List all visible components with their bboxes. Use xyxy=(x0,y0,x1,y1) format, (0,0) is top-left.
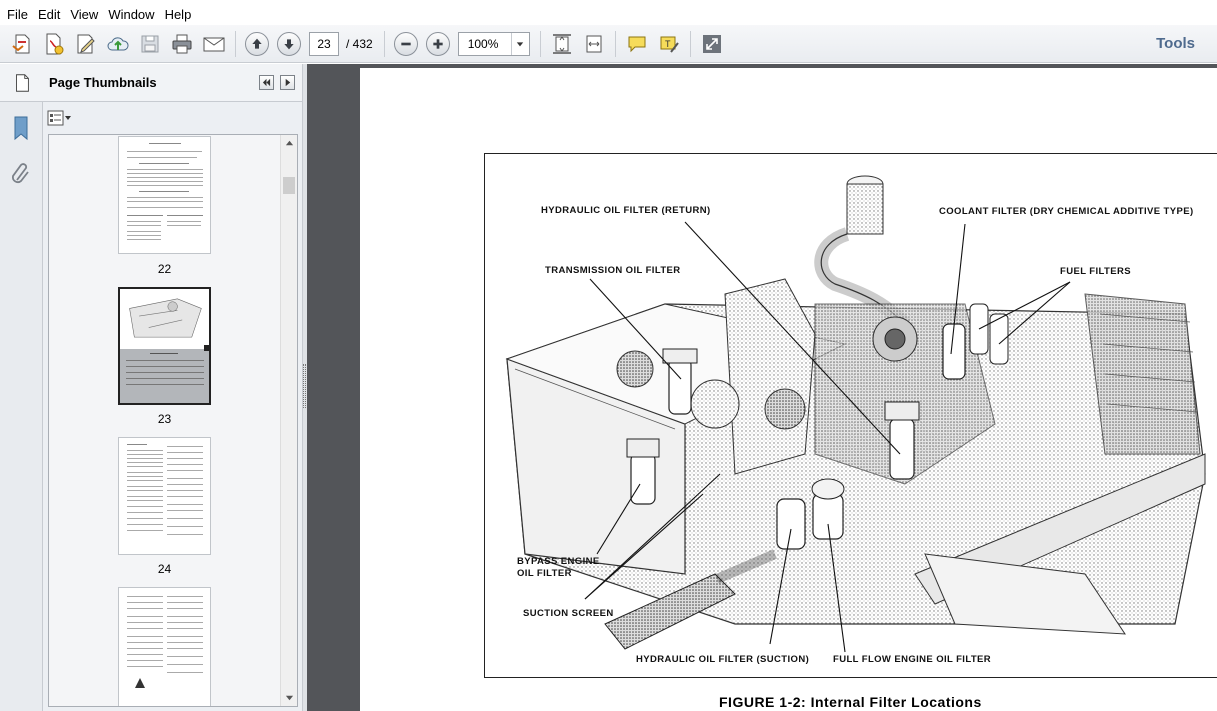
edit-pdf-button[interactable] xyxy=(71,29,101,59)
print-button[interactable] xyxy=(167,29,197,59)
panel-title: Page Thumbnails xyxy=(49,75,157,90)
double-chevron-left-icon xyxy=(262,78,271,87)
arrow-down-icon xyxy=(284,38,294,49)
panel-splitter[interactable] xyxy=(302,64,307,711)
expand-panel-button[interactable] xyxy=(280,75,295,90)
speech-bubble-icon xyxy=(628,36,646,52)
zoom-in-button[interactable] xyxy=(423,29,453,59)
floppy-disk-icon xyxy=(141,35,159,52)
email-button[interactable] xyxy=(199,29,229,59)
navigation-rail xyxy=(0,64,43,711)
pencil-document-icon xyxy=(77,34,95,53)
next-page-button[interactable] xyxy=(274,29,304,59)
toolbar-separator xyxy=(614,30,616,57)
scroll-up-arrow-icon[interactable] xyxy=(285,139,294,148)
callout-transmission-oil-filter: TRANSMISSION OIL FILTER xyxy=(545,265,681,276)
document-page: HYDRAULIC OIL FILTER (RETURN) COOLANT FI… xyxy=(360,68,1217,711)
create-pdf-button[interactable] xyxy=(7,29,37,59)
plus-icon xyxy=(433,38,443,49)
bookmarks-button[interactable] xyxy=(9,114,33,142)
thumbnail-label: 22 xyxy=(157,262,172,276)
chevron-down-icon[interactable] xyxy=(510,32,529,55)
chevron-right-icon xyxy=(285,78,291,87)
toolbar-separator xyxy=(235,30,236,57)
callout-hydraulic-oil-filter-return: HYDRAULIC OIL FILTER (RETURN) xyxy=(541,205,711,216)
highlight-button[interactable]: T xyxy=(654,29,684,59)
zoom-out-button[interactable] xyxy=(391,29,421,59)
scrollbar-thumb[interactable] xyxy=(283,177,295,194)
scroll-down-arrow-icon[interactable] xyxy=(285,693,294,702)
menu-edit[interactable]: Edit xyxy=(37,6,61,22)
engine-filter-illustration xyxy=(505,175,1206,653)
export-pdf-button[interactable] xyxy=(39,29,69,59)
minus-icon xyxy=(401,42,411,45)
zoom-select[interactable]: 100% xyxy=(457,31,530,56)
page-thumbnail[interactable] xyxy=(118,437,211,555)
create-pdf-icon xyxy=(12,34,30,53)
warning-triangle-icon xyxy=(135,678,145,688)
upload-button[interactable] xyxy=(103,29,133,59)
pages-icon xyxy=(15,73,29,92)
callout-suction-screen: SUCTION SCREEN xyxy=(523,608,614,619)
previous-page-button[interactable] xyxy=(242,29,272,59)
comment-button[interactable] xyxy=(622,29,652,59)
callout-bypass-engine-oil-filter: BYPASS ENGINE xyxy=(517,556,600,567)
toolbar: 23 / 432 100% T Tools xyxy=(0,25,1217,63)
callout-coolant-filter: COOLANT FILTER (DRY CHEMICAL ADDITIVE TY… xyxy=(939,206,1194,217)
svg-text:T: T xyxy=(665,39,671,49)
menu-help[interactable]: Help xyxy=(164,6,192,22)
zoom-value: 100% xyxy=(467,36,499,51)
thumbnail-options-button[interactable] xyxy=(47,110,73,126)
collapse-panel-button[interactable] xyxy=(259,75,274,90)
bookmark-icon xyxy=(14,116,28,141)
fit-width-button[interactable] xyxy=(579,29,609,59)
callout-hydraulic-oil-filter-suction: HYDRAULIC OIL FILTER (SUCTION) xyxy=(636,654,810,665)
save-button[interactable] xyxy=(135,29,165,59)
page-thumbnails-panel: Page Thumbnails xyxy=(43,64,302,711)
thumbnail-list[interactable]: 22 23 xyxy=(48,134,298,707)
menu-bar: File Edit View Window Help xyxy=(0,4,1217,25)
fit-page-icon xyxy=(552,33,571,54)
thumbnail-label: 24 xyxy=(157,562,172,576)
highlighter-icon: T xyxy=(660,36,679,53)
figure-caption: FIGURE 1-2: Internal Filter Locations xyxy=(719,694,982,710)
page-number-input[interactable]: 23 xyxy=(309,31,339,56)
options-list-icon xyxy=(47,110,71,126)
menu-window[interactable]: Window xyxy=(108,6,155,22)
toolbar-separator xyxy=(383,30,385,57)
page-thumbnail-selected[interactable] xyxy=(118,287,211,405)
tools-link[interactable]: Tools xyxy=(1156,35,1195,52)
page-thumbnails-toggle[interactable] xyxy=(0,64,43,102)
fit-width-icon xyxy=(586,35,602,52)
paperclip-icon xyxy=(12,163,29,183)
toolbar-separator xyxy=(539,30,541,57)
page-count: / 432 xyxy=(346,36,373,51)
page-thumbnail[interactable] xyxy=(118,136,211,254)
thumbnail-figure-preview xyxy=(120,289,209,347)
pdf-file-icon xyxy=(46,33,64,54)
figure-frame: HYDRAULIC OIL FILTER (RETURN) COOLANT FI… xyxy=(484,153,1217,678)
panel-header: Page Thumbnails xyxy=(43,64,302,102)
callout-full-flow-engine-oil-filter: FULL FLOW ENGINE OIL FILTER xyxy=(833,654,992,665)
fullscreen-button[interactable] xyxy=(697,29,727,59)
title-bar xyxy=(0,0,1217,4)
thumbnail-label: 23 xyxy=(157,412,172,426)
envelope-icon xyxy=(203,37,225,51)
toolbar-separator xyxy=(689,30,691,57)
fit-page-button[interactable] xyxy=(547,29,577,59)
menu-file[interactable]: File xyxy=(7,6,28,22)
page-thumbnail[interactable] xyxy=(118,587,211,706)
printer-icon xyxy=(172,34,192,53)
callout-fuel-filters: FUEL FILTERS xyxy=(1060,266,1131,277)
cloud-upload-icon xyxy=(107,36,129,50)
expand-icon xyxy=(702,34,721,53)
attachments-button[interactable] xyxy=(9,158,33,186)
callout-bypass-engine-oil-filter-line2: OIL FILTER xyxy=(517,568,572,579)
menu-view[interactable]: View xyxy=(70,6,99,22)
thumbnail-scrollbar[interactable] xyxy=(280,135,297,706)
arrow-up-icon xyxy=(252,38,262,49)
